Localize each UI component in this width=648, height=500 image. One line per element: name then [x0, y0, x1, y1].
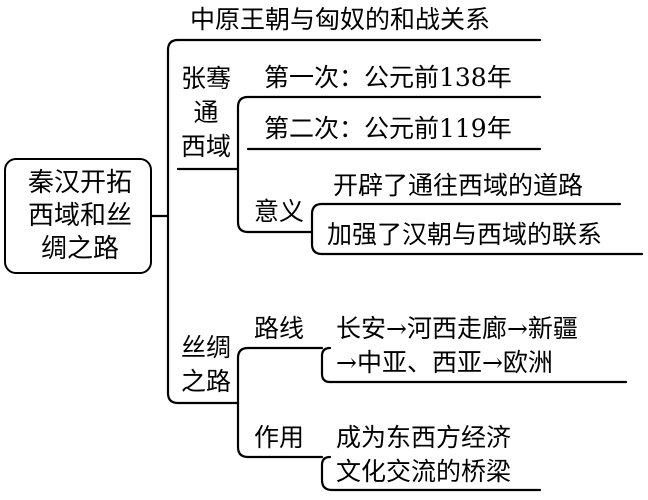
root-title-line-3: 绸之路 — [40, 234, 119, 264]
root-box: 秦汉开拓 西域和丝 绸之路 — [4, 158, 152, 274]
route-label: 路线 — [254, 314, 305, 343]
zhangqian-label-line-2: 通 — [193, 98, 219, 127]
silkroad-brace — [236, 346, 250, 459]
main-brace — [166, 38, 180, 405]
role-brace — [320, 455, 334, 492]
zhangqian-brace — [236, 95, 250, 234]
route-line-1: 长安→河西走廊→新疆 — [336, 314, 578, 343]
silkroad-label-line-1: 丝绸 — [180, 333, 231, 362]
route-brace — [320, 346, 332, 384]
meaning-label: 意义 — [254, 197, 305, 226]
meaning-brace — [310, 202, 324, 256]
role-line-2: 文化交流的桥梁 — [336, 457, 512, 486]
zhangqian-label-line-1: 张骞 — [180, 64, 231, 93]
role-line-1: 成为东西方经济 — [336, 423, 512, 452]
silkroad-label-line-2: 之路 — [180, 367, 231, 396]
route-line-2: →中亚、西亚→欧洲 — [336, 348, 553, 377]
meaning-item-1: 开辟了通往西域的道路 — [333, 171, 584, 200]
second-trip-text: 第二次：公元前119年 — [264, 114, 512, 143]
meaning-item-2: 加强了汉朝与西域的联系 — [327, 220, 603, 249]
relation-text: 中原王朝与匈奴的和战关系 — [190, 5, 491, 34]
first-trip-text: 第一次：公元前138年 — [264, 63, 512, 92]
root-title-line-2: 西域和丝 — [27, 201, 132, 231]
root-title-line-1: 秦汉开拓 — [27, 168, 132, 198]
zhangqian-label-line-3: 西域 — [180, 132, 231, 161]
role-label: 作用 — [254, 423, 305, 452]
